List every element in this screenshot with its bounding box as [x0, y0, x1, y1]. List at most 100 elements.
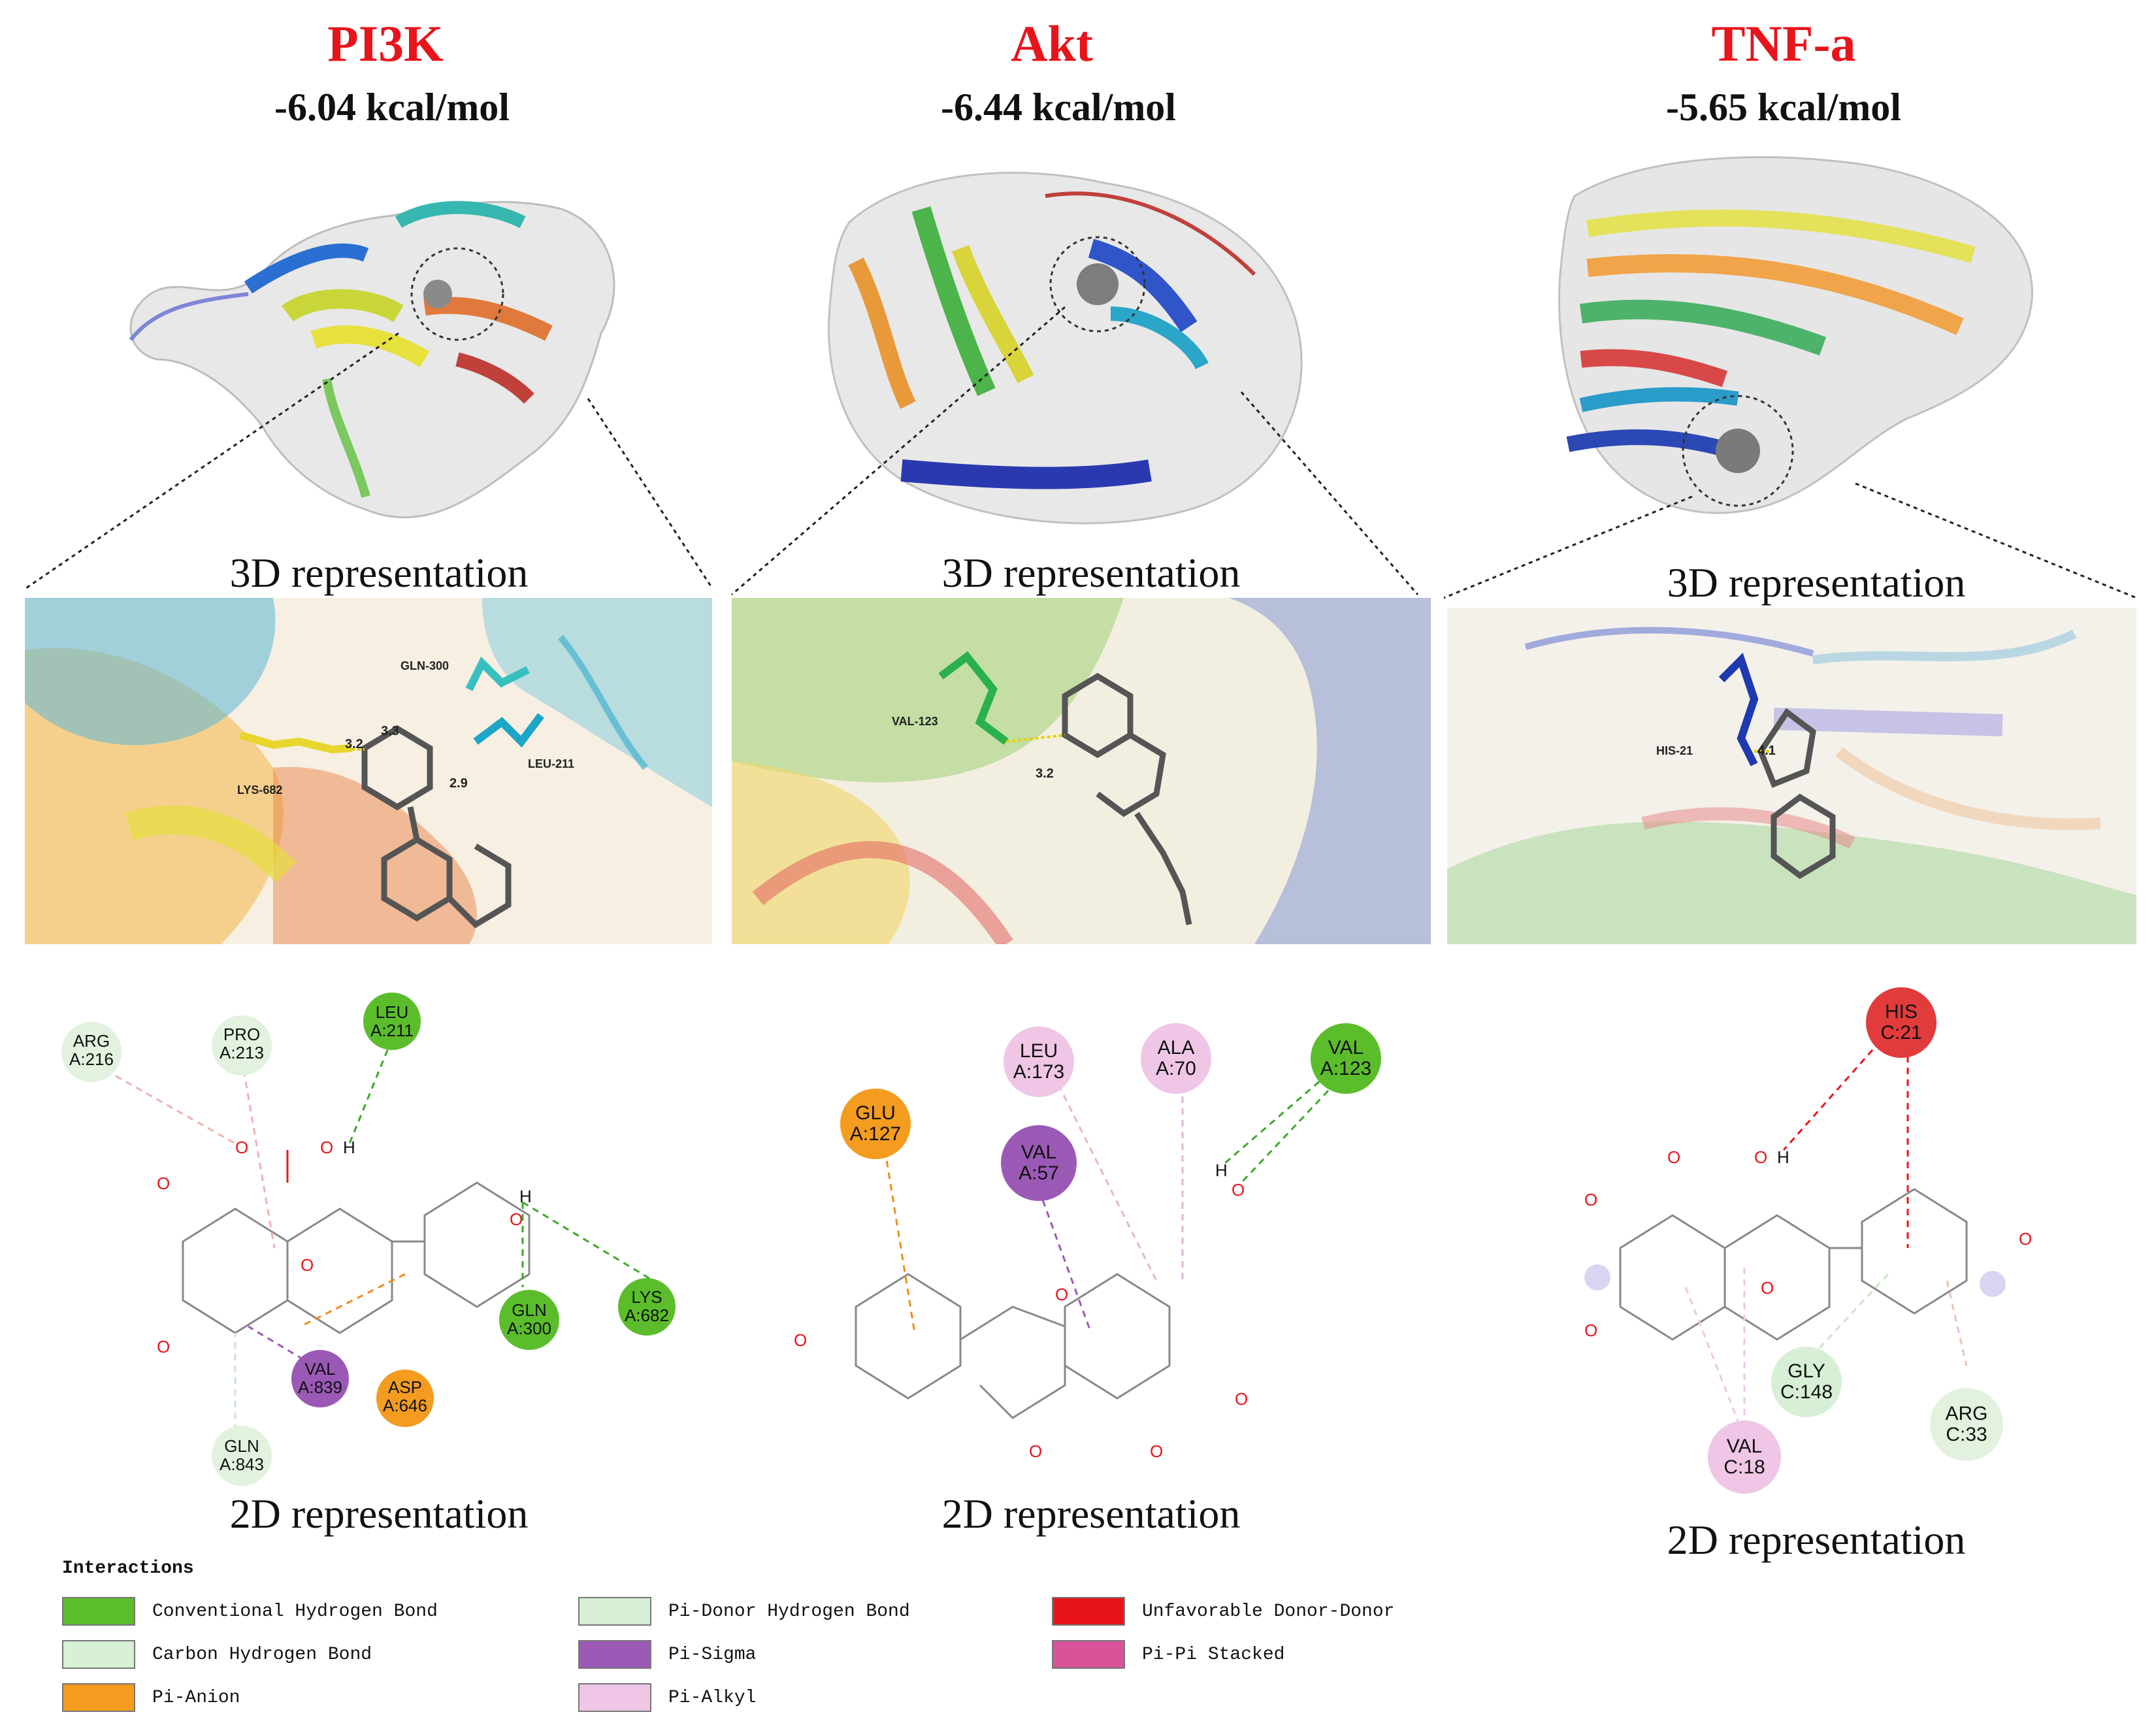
oxygen-atom: O: [320, 1138, 333, 1157]
legend-item-pi-alkyl: Pi-Alkyl: [578, 1683, 756, 1712]
oxygen-atom: O: [301, 1255, 314, 1275]
svg-text:ALA: ALA: [1158, 1037, 1195, 1059]
residue-gln-843: GLN A:843: [212, 1426, 272, 1486]
oxygen-atom: O: [1584, 1190, 1597, 1209]
svg-text:A:682: A:682: [625, 1306, 669, 1325]
svg-text:A:213: A:213: [220, 1043, 264, 1062]
tnfa-title: TNF-a: [1711, 15, 1856, 72]
akt-2d-label: 2D representation: [941, 1490, 1241, 1537]
residue-label: GLN-300: [400, 659, 449, 672]
residue-label: LEU-211: [528, 757, 574, 770]
oxygen-atom: O: [510, 1209, 523, 1229]
residue-leu-211: LEU A:211: [363, 993, 421, 1050]
svg-text:GLN: GLN: [512, 1300, 546, 1320]
distance-label: 3.2: [345, 737, 363, 751]
akt-3d-closeup: VAL-123 3.2: [732, 598, 1431, 944]
residue-gly-148: GLY C:148: [1771, 1347, 1842, 1417]
pi3k-binding-energy: -6.04 kcal/mol: [274, 86, 510, 129]
oxygen-atom: O: [794, 1330, 807, 1350]
akt-3d-label: 3D representation: [941, 550, 1241, 596]
distance-label: 3.3: [381, 724, 399, 738]
svg-text:C:33: C:33: [1946, 1424, 1987, 1445]
tnfa-3d-closeup: HIS-21 4.1: [1447, 608, 2136, 944]
legend-item-pi-donor-hydrogen-bond: Pi-Donor Hydrogen Bond: [578, 1597, 910, 1626]
akt-2d-diagram: O O O H O O O LEU A:173 ALA A:70 VAL A:1…: [794, 1023, 1381, 1461]
hydrogen-atom: H: [1215, 1160, 1228, 1180]
tnfa-2d-label: 2D representation: [1667, 1517, 1966, 1563]
svg-text:A:123: A:123: [1320, 1058, 1371, 1079]
pi3k-protein-surface: [129, 201, 615, 519]
tnfa-3d-label: 3D representation: [1667, 559, 1966, 606]
svg-text:A:173: A:173: [1013, 1061, 1064, 1083]
residue-lys-682: LYS A:682: [618, 1278, 676, 1336]
svg-text:VAL: VAL: [1021, 1142, 1056, 1163]
hydrogen-atom: H: [343, 1138, 355, 1157]
oxygen-atom: O: [1754, 1147, 1767, 1167]
distance-label: 3.2: [1036, 766, 1054, 781]
legend-item-carbon-hydrogen-bond: Carbon Hydrogen Bond: [62, 1640, 372, 1669]
svg-text:GLY: GLY: [1788, 1360, 1825, 1382]
tnfa-protein-surface: [1558, 156, 2033, 514]
svg-text:C:148: C:148: [1780, 1381, 1833, 1403]
oxygen-atom: O: [235, 1138, 248, 1157]
residue-val-839: VAL A:839: [291, 1350, 349, 1407]
legend-swatch: [1052, 1640, 1125, 1669]
legend-item-unfavorable-donor-donor: Unfavorable Donor-Donor: [1052, 1597, 1394, 1626]
svg-text:LEU: LEU: [1020, 1040, 1058, 1062]
pi3k-2d-diagram: O O H O O O O H LEU A:211 PRO A:213 ARG …: [61, 993, 676, 1486]
svg-text:LEU: LEU: [376, 1002, 409, 1022]
tnfa-binding-energy: -5.65 kcal/mol: [1666, 86, 1901, 129]
svg-text:ARG: ARG: [73, 1031, 110, 1051]
svg-text:LYS: LYS: [631, 1287, 662, 1307]
svg-text:A:843: A:843: [220, 1454, 264, 1474]
svg-text:A:70: A:70: [1156, 1058, 1196, 1079]
residue-leu-173: LEU A:173: [1004, 1027, 1074, 1097]
hydrogen-atom: H: [1777, 1147, 1789, 1167]
svg-text:A:646: A:646: [383, 1396, 427, 1415]
residue-label: HIS-21: [1656, 744, 1693, 757]
legend-swatch: [1052, 1597, 1125, 1626]
residue-arg-216: ARG A:216: [61, 1022, 122, 1082]
oxygen-atom: O: [157, 1174, 170, 1193]
residue-label: LYS-682: [237, 783, 282, 797]
legend-item-conventional-hydrogen-bond: Conventional Hydrogen Bond: [62, 1597, 438, 1626]
residue-gln-300: GLN A:300: [499, 1290, 559, 1350]
svg-text:VAL: VAL: [304, 1359, 335, 1379]
legend-swatch: [578, 1683, 651, 1712]
oxygen-atom: O: [157, 1337, 170, 1356]
residue-val-123: VAL A:123: [1311, 1023, 1381, 1094]
pi3k-3d-label: 3D representation: [229, 550, 529, 596]
svg-text:PRO: PRO: [223, 1025, 260, 1044]
oxygen-atom: O: [1232, 1180, 1245, 1200]
svg-text:HIS: HIS: [1885, 1001, 1918, 1023]
oxygen-atom: O: [1584, 1321, 1597, 1340]
oxygen-atom: O: [2019, 1229, 2032, 1249]
svg-text:VAL: VAL: [1328, 1037, 1364, 1059]
svg-text:VAL: VAL: [1727, 1436, 1762, 1457]
legend-swatch: [578, 1640, 651, 1669]
residue-val-18: VAL C:18: [1708, 1421, 1781, 1494]
legend-item-pi-anion: Pi-Anion: [62, 1683, 240, 1712]
oxygen-atom: O: [1029, 1441, 1042, 1461]
residue-val-57: VAL A:57: [1001, 1125, 1077, 1201]
svg-text:C:18: C:18: [1723, 1456, 1765, 1478]
distance-label: 4.1: [1757, 744, 1776, 758]
residue-label: VAL-123: [892, 715, 938, 728]
svg-text:GLU: GLU: [855, 1102, 896, 1124]
legend-swatch: [62, 1597, 135, 1626]
distance-label: 2.9: [449, 776, 468, 791]
oxygen-atom: O: [1150, 1441, 1163, 1461]
oxygen-atom: O: [1667, 1147, 1680, 1167]
akt-binding-energy: -6.44 kcal/mol: [941, 86, 1176, 129]
svg-text:A:127: A:127: [850, 1123, 901, 1145]
residue-pro-213: PRO A:213: [212, 1015, 272, 1076]
legend-swatch: [578, 1597, 651, 1626]
residue-asp-646: ASP A:646: [376, 1370, 434, 1427]
tnfa-2d-diagram: O O O H O O O HIS C:21 GLY C:148 ARG C:3…: [1584, 987, 2032, 1494]
hydrogen-atom: H: [519, 1187, 532, 1206]
svg-text:GLN: GLN: [224, 1436, 259, 1456]
legend-item-pi-sigma: Pi-Sigma: [578, 1640, 756, 1669]
svg-text:A:839: A:839: [298, 1377, 342, 1397]
svg-text:A:57: A:57: [1019, 1162, 1059, 1184]
zoom-guides: [25, 306, 2137, 599]
